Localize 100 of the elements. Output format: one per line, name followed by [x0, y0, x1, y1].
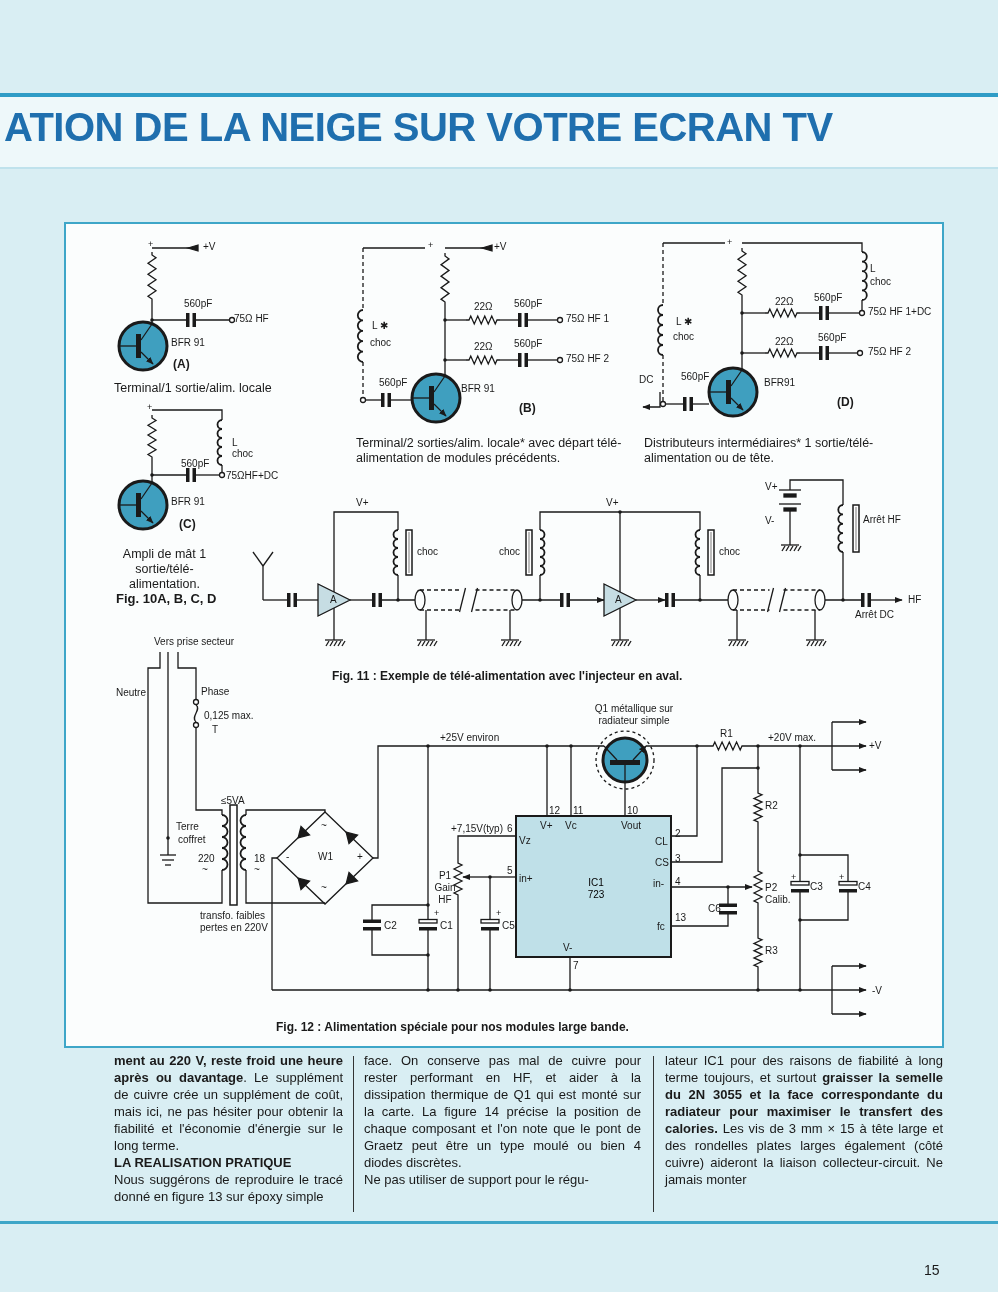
sign-label: +	[839, 873, 845, 883]
component-label: V-	[765, 515, 775, 526]
component-label: choc	[499, 546, 521, 557]
component-label: +20V max.	[768, 732, 817, 743]
section-heading: LA REALISATION PRATIQUE	[114, 1154, 293, 1171]
component-label: A	[330, 594, 337, 605]
figure-caption: Terminal/2 sorties/alim. locale* avec départ télé-alimentation de modules précédents.	[356, 436, 623, 466]
figure-letter: (D)	[837, 396, 854, 410]
component-label: P1 Gain HF	[433, 870, 457, 906]
component-label: choc	[673, 331, 695, 342]
component-label: 560pF	[514, 338, 543, 349]
component-label: P2 Calib.	[765, 882, 792, 906]
sign-label: +	[434, 909, 440, 919]
component-label: +	[357, 851, 363, 862]
component-label: 560pF	[514, 298, 543, 309]
chip-label: IC1 723	[586, 877, 606, 901]
figure-caption: Fig. 12 : Alimentation spéciale pour nos modules large bande.	[276, 1021, 629, 1035]
component-label: Phase	[201, 686, 230, 697]
component-label: 560pF	[814, 292, 843, 303]
component-label: HF	[908, 594, 922, 605]
component-label: 75ΩHF+DC	[226, 470, 279, 481]
component-label: 0,125 max.	[204, 710, 254, 721]
sign-label: +	[496, 909, 502, 919]
component-label: 560pF	[681, 371, 710, 382]
component-label: +V	[203, 241, 216, 252]
sign-label: +	[148, 240, 154, 250]
component-label: choc	[370, 337, 392, 348]
component-label: T	[212, 724, 219, 735]
component-label: fc	[657, 921, 665, 932]
component-label: ~	[254, 864, 260, 875]
figure-caption: Fig. 10A, B, C, D	[116, 592, 217, 607]
component-label: L ✱	[372, 320, 388, 331]
component-label: BFR91	[764, 377, 796, 388]
component-label: Vz	[519, 835, 531, 846]
component-label: Q1 métallique sur radiateur simple	[593, 703, 675, 727]
component-label: -	[286, 851, 290, 862]
component-label: DC	[639, 374, 654, 385]
component-label: ~	[321, 882, 327, 893]
page-title: ATION DE LA NEIGE SUR VOTRE ECRAN TV	[4, 105, 833, 150]
component-label: Vc	[565, 820, 577, 831]
component-label: Arrêt HF	[863, 514, 901, 525]
figure-letter: (B)	[519, 402, 536, 416]
component-label: in+	[519, 873, 533, 884]
figure-letter: (C)	[179, 518, 196, 532]
component-label: V-	[563, 942, 573, 953]
component-label: 22Ω	[775, 336, 794, 347]
component-label: 22Ω	[775, 296, 794, 307]
component-label: A	[615, 594, 622, 605]
component-label: 220	[198, 853, 215, 864]
component-label: +V	[494, 241, 507, 252]
figure-caption: Ampli de mât 1 sortie/télé-alimentation.	[121, 547, 208, 592]
component-label: R2	[765, 800, 778, 811]
component-label: Vers prise secteur	[154, 636, 235, 647]
paragraph: face. On conserve pas mal de cuivre pour rester performant en HF, et aider à la dissipation thermique de Q1 qui est monté sur la carte. La figure 14 précise la position de chaque composant et l'on note que le pont de Graetz peut être un type moulé ou bien 4 diodes discrètes.	[364, 1052, 641, 1171]
figure-letter: (A)	[173, 358, 190, 372]
component-label: V+	[540, 820, 553, 831]
component-label: 75Ω HF 2	[566, 353, 610, 364]
component-label: 22Ω	[474, 341, 493, 352]
component-label: transfo. faibles pertes en 220V	[200, 910, 269, 934]
component-label: 18	[254, 853, 266, 864]
component-label: Vout	[621, 820, 642, 831]
component-label: in-	[653, 878, 665, 889]
component-label: L ✱	[676, 316, 692, 327]
sign-label: +	[727, 238, 733, 248]
component-label: 75Ω HF 2	[868, 346, 912, 357]
component-label: +V	[869, 740, 882, 751]
paragraph: ment au 220 V, reste froid une heure après ou davantage. Le supplément de cuivre crée un supplément de coût, mais ici, ne pas hésiter pour obtenir la fiabilité et l'économie d'énergie sur le long terme.	[114, 1052, 343, 1154]
component-label: -V	[872, 985, 882, 996]
component-label: 75Ω HF 1+DC	[868, 306, 932, 317]
sign-label: +	[791, 873, 797, 883]
component-label: C2	[384, 920, 397, 931]
component-label: W1	[318, 851, 333, 862]
component-label: ≤5VA	[221, 795, 245, 806]
component-label: +25V environ	[440, 732, 500, 743]
component-label: ~	[202, 864, 208, 875]
component-label: 75Ω HF	[234, 313, 269, 324]
component-label: Arrêt DC	[855, 609, 894, 620]
component-label: L	[870, 263, 876, 274]
component-label: 560pF	[818, 332, 847, 343]
paragraph: lateur IC1 pour des raisons de fiabilité à long terme toujours, et surtout graisser la semelle du 2N 3055 et la face correspondante du radiateur pour maximiser le transfert des calories. Les vis de 3 mm × 15 à tête large et des rondelles plates larges également (côté cuivre) aideront la liaison collecteur-circuit. Ne jamais monter	[665, 1052, 943, 1188]
paragraph: Ne pas utiliser de support pour le régu-	[364, 1171, 590, 1188]
component-label: BFR 91	[171, 337, 205, 348]
component-label: Neutre	[116, 687, 146, 698]
component-label: choc	[417, 546, 439, 557]
sign-label: +	[147, 403, 153, 413]
component-label: BFR 91	[171, 496, 205, 507]
component-label: ~	[321, 820, 327, 831]
component-label: C1	[440, 920, 453, 931]
component-label: choc	[870, 276, 892, 287]
component-label: V+	[765, 481, 778, 492]
component-label: C6	[708, 903, 721, 914]
figure-caption: Distributeurs intermédiaires* 1 sortie/télé-alimentation ou de tête.	[644, 436, 875, 466]
component-label: L	[232, 437, 238, 448]
component-label: coffret	[178, 834, 206, 845]
component-label: BFR 91	[461, 383, 495, 394]
component-label: 560pF	[184, 298, 213, 309]
figure-caption: Terminal/1 sortie/alim. locale	[114, 381, 273, 396]
component-label: V+	[356, 497, 369, 508]
component-label: CS	[655, 857, 669, 868]
component-label: 75Ω HF 1	[566, 313, 610, 324]
